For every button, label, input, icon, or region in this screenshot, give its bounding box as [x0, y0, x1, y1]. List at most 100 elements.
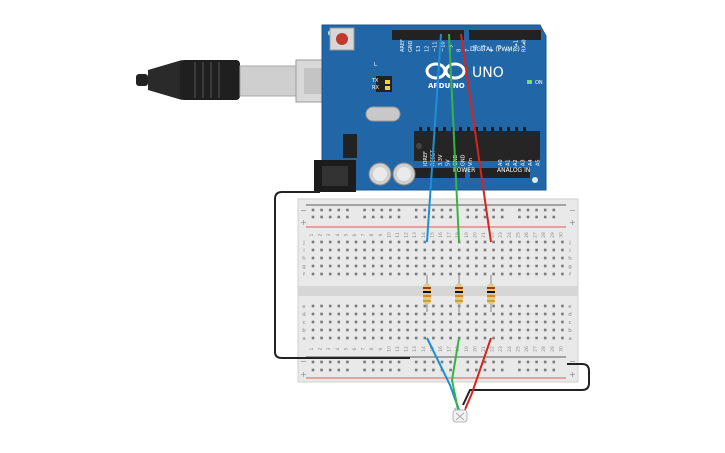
breadboard-hole[interactable]: [466, 248, 470, 252]
breadboard-hole[interactable]: [320, 312, 323, 316]
breadboard-hole[interactable]: [397, 312, 401, 316]
rail-hole[interactable]: [397, 208, 401, 212]
breadboard-hole[interactable]: [414, 256, 418, 260]
breadboard-hole[interactable]: [509, 304, 513, 308]
breadboard-hole[interactable]: [328, 312, 332, 316]
breadboard-hole[interactable]: [380, 328, 384, 332]
breadboard-hole[interactable]: [543, 264, 547, 268]
breadboard-hole[interactable]: [509, 264, 513, 268]
rail-hole[interactable]: [432, 208, 435, 212]
breadboard-hole[interactable]: [500, 312, 504, 316]
breadboard-hole[interactable]: [526, 304, 530, 308]
breadboard-hole[interactable]: [328, 336, 332, 340]
breadboard-hole[interactable]: [346, 304, 349, 308]
rail-hole[interactable]: [526, 208, 530, 212]
breadboard-hole[interactable]: [380, 264, 384, 268]
breadboard-hole[interactable]: [389, 320, 392, 324]
breadboard-hole[interactable]: [483, 272, 487, 276]
rail-hole[interactable]: [337, 208, 341, 212]
breadboard-hole[interactable]: [449, 264, 452, 268]
breadboard-hole[interactable]: [466, 264, 470, 268]
rail-hole[interactable]: [475, 215, 478, 219]
breadboard-hole[interactable]: [380, 256, 384, 260]
breadboard-hole[interactable]: [397, 272, 401, 276]
rail-hole[interactable]: [320, 208, 323, 212]
breadboard-hole[interactable]: [552, 256, 556, 260]
rail-hole[interactable]: [380, 208, 384, 212]
breadboard-hole[interactable]: [457, 336, 461, 340]
breadboard-hole[interactable]: [363, 312, 366, 316]
breadboard-hole[interactable]: [457, 328, 461, 332]
breadboard-hole[interactable]: [311, 320, 315, 324]
breadboard-hole[interactable]: [440, 336, 444, 340]
breadboard-hole[interactable]: [518, 256, 521, 260]
breadboard-hole[interactable]: [363, 304, 366, 308]
breadboard-hole[interactable]: [492, 312, 495, 316]
breadboard-hole[interactable]: [380, 312, 384, 316]
breadboard-hole[interactable]: [414, 312, 418, 316]
rail-hole[interactable]: [466, 360, 470, 364]
breadboard-hole[interactable]: [535, 240, 538, 244]
breadboard-hole[interactable]: [518, 248, 521, 252]
breadboard-hole[interactable]: [414, 304, 418, 308]
breadboard-hole[interactable]: [380, 272, 384, 276]
breadboard-hole[interactable]: [406, 240, 409, 244]
breadboard-hole[interactable]: [449, 336, 452, 340]
breadboard-hole[interactable]: [397, 336, 401, 340]
rail-hole[interactable]: [423, 208, 427, 212]
rail-hole[interactable]: [414, 368, 418, 372]
breadboard-hole[interactable]: [363, 264, 366, 268]
breadboard-hole[interactable]: [432, 248, 435, 252]
breadboard-hole[interactable]: [509, 240, 513, 244]
breadboard-hole[interactable]: [526, 256, 530, 260]
breadboard-hole[interactable]: [535, 328, 538, 332]
breadboard-hole[interactable]: [371, 272, 375, 276]
breadboard-hole[interactable]: [346, 336, 349, 340]
breadboard-hole[interactable]: [500, 256, 504, 260]
breadboard-hole[interactable]: [492, 256, 495, 260]
breadboard-hole[interactable]: [354, 320, 358, 324]
breadboard-hole[interactable]: [337, 336, 341, 340]
breadboard-hole[interactable]: [526, 328, 530, 332]
rail-hole[interactable]: [397, 368, 401, 372]
breadboard-hole[interactable]: [475, 272, 478, 276]
wires[interactable]: [274, 33, 590, 413]
breadboard-hole[interactable]: [500, 328, 504, 332]
rail-hole[interactable]: [389, 368, 392, 372]
breadboard-hole[interactable]: [483, 264, 487, 268]
rail-hole[interactable]: [328, 208, 332, 212]
breadboard-hole[interactable]: [371, 336, 375, 340]
breadboard-hole[interactable]: [406, 328, 409, 332]
breadboard-hole[interactable]: [328, 248, 332, 252]
breadboard-hole[interactable]: [337, 240, 341, 244]
rail-hole[interactable]: [389, 208, 392, 212]
breadboard-hole[interactable]: [535, 320, 538, 324]
breadboard-hole[interactable]: [518, 336, 521, 340]
rail-hole[interactable]: [432, 360, 435, 364]
breadboard-hole[interactable]: [526, 272, 530, 276]
breadboard-hole[interactable]: [337, 248, 341, 252]
breadboard-hole[interactable]: [414, 328, 418, 332]
breadboard-hole[interactable]: [518, 304, 521, 308]
rail-hole[interactable]: [535, 215, 538, 219]
breadboard-hole[interactable]: [432, 328, 435, 332]
rail-hole[interactable]: [423, 368, 427, 372]
breadboard-hole[interactable]: [543, 304, 547, 308]
breadboard-hole[interactable]: [397, 264, 401, 268]
breadboard-hole[interactable]: [423, 312, 427, 316]
breadboard-hole[interactable]: [311, 240, 315, 244]
breadboard-hole[interactable]: [552, 320, 556, 324]
breadboard-hole[interactable]: [543, 336, 547, 340]
breadboard-hole[interactable]: [432, 304, 435, 308]
rail-hole[interactable]: [483, 208, 487, 212]
rail-hole[interactable]: [543, 208, 547, 212]
breadboard-hole[interactable]: [440, 240, 444, 244]
rail-hole[interactable]: [363, 215, 366, 219]
breadboard-hole[interactable]: [380, 336, 384, 340]
rail-hole[interactable]: [328, 368, 332, 372]
breadboard-hole[interactable]: [337, 304, 341, 308]
breadboard-hole[interactable]: [354, 264, 358, 268]
breadboard-hole[interactable]: [311, 272, 315, 276]
breadboard-hole[interactable]: [475, 312, 478, 316]
rail-hole[interactable]: [380, 215, 384, 219]
